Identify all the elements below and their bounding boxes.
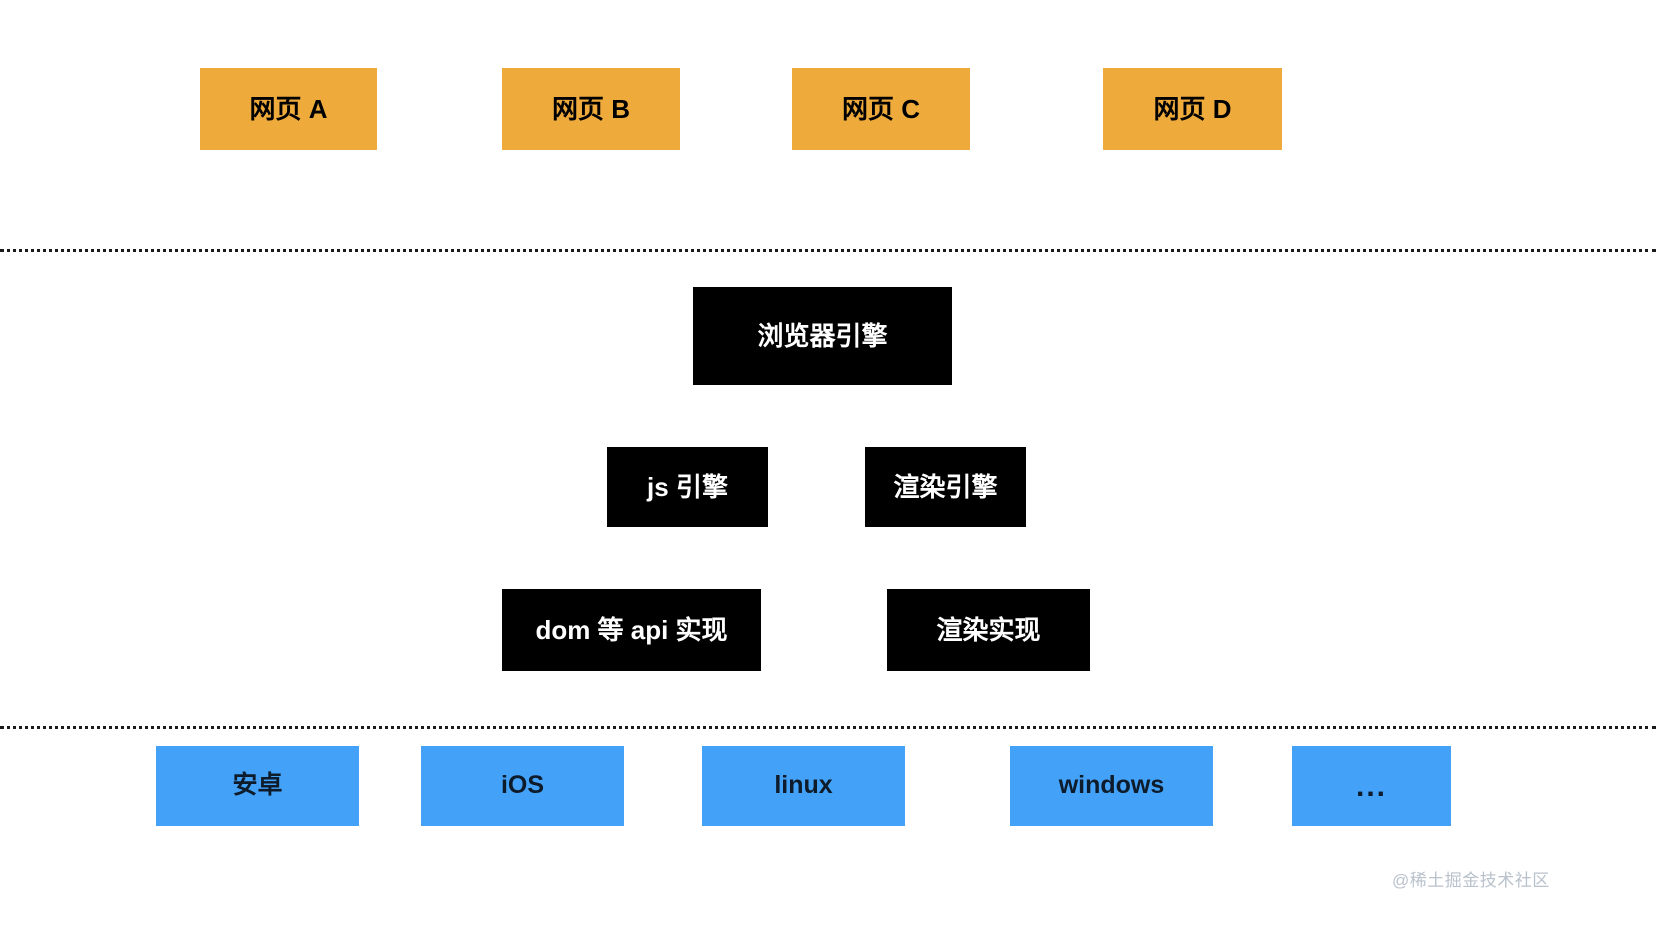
os-node-more: ... [1292, 746, 1451, 826]
webpage-engine-divider [0, 249, 1656, 252]
watermark: @稀土掘金技术社区 [1392, 871, 1550, 890]
render-impl-node: 渲染实现 [887, 589, 1090, 671]
js-engine-node: js 引擎 [607, 447, 768, 527]
webpage-node-b: 网页 B [502, 68, 680, 150]
os-node-android: 安卓 [156, 746, 359, 826]
webpage-node-d: 网页 D [1103, 68, 1282, 150]
os-node-ios: iOS [421, 746, 624, 826]
os-node-linux: linux [702, 746, 905, 826]
browser-engine-node: 浏览器引擎 [693, 287, 952, 385]
dom-api-impl-node: dom 等 api 实现 [502, 589, 761, 671]
engine-os-divider [0, 726, 1656, 729]
webpage-node-c: 网页 C [792, 68, 970, 150]
webpage-node-a: 网页 A [200, 68, 377, 150]
os-node-windows: windows [1010, 746, 1213, 826]
render-engine-node: 渲染引擎 [865, 447, 1026, 527]
